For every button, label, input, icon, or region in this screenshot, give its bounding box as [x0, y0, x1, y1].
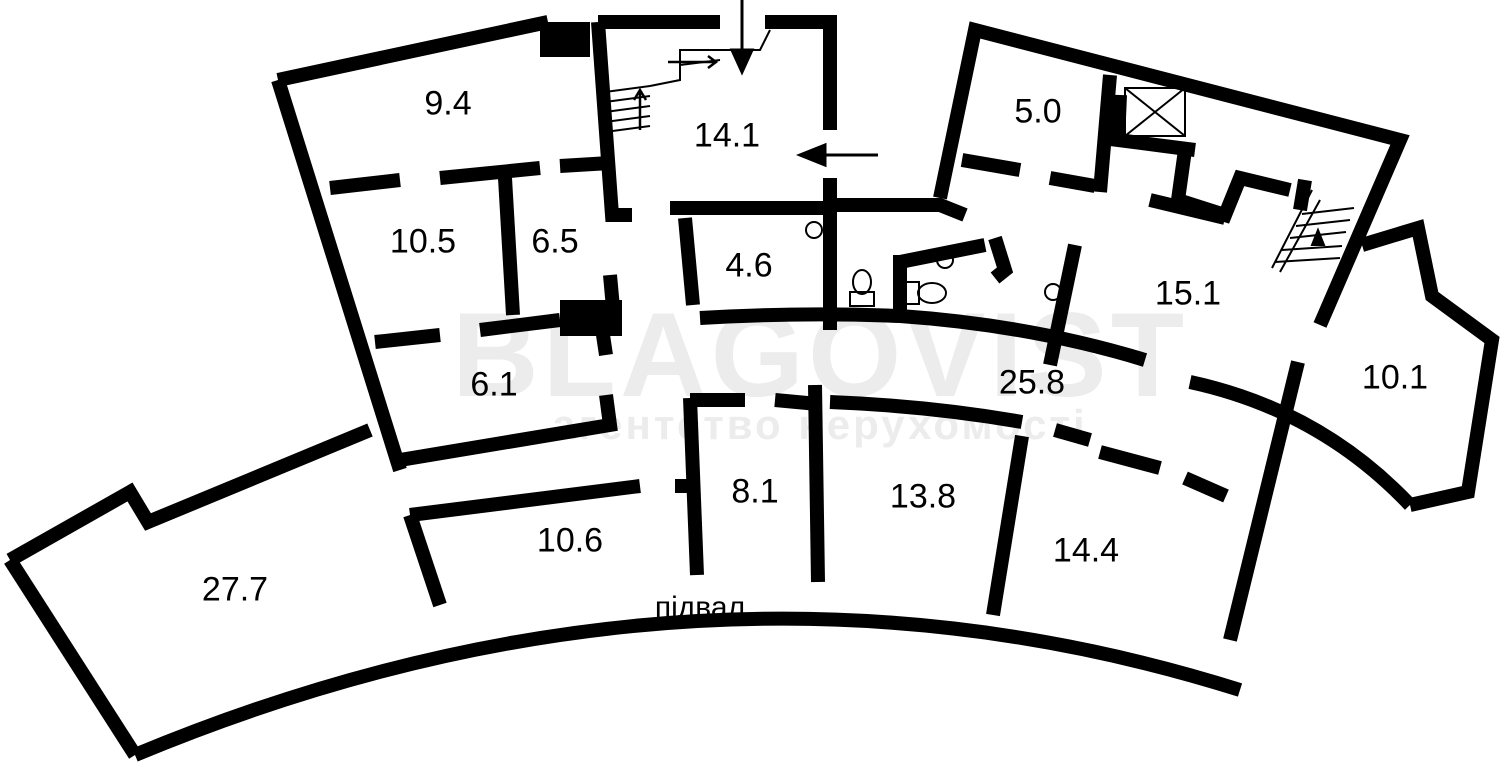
room-area: 9.4 — [424, 84, 472, 123]
room-area: 5.0 — [1014, 92, 1062, 131]
room-area: 15.1 — [1154, 274, 1222, 313]
wall — [132, 611, 1243, 762]
wall — [835, 198, 968, 222]
stairs-icon — [1271, 189, 1355, 273]
wall — [1188, 375, 1416, 510]
wall — [1148, 149, 1292, 225]
wall — [808, 384, 825, 583]
room-area: 27.7 — [201, 570, 269, 609]
wall — [398, 394, 618, 467]
wall — [678, 217, 700, 306]
wall — [893, 235, 1014, 310]
room-area: 4.6 — [725, 246, 773, 285]
wall — [591, 21, 632, 222]
wall — [960, 153, 1097, 193]
wall — [1223, 360, 1305, 642]
wall — [329, 156, 611, 195]
wall — [1098, 445, 1229, 503]
wall — [4, 423, 373, 759]
room-area: 10.6 — [536, 521, 604, 560]
wall — [1043, 243, 1082, 367]
room-area: 10.1 — [1361, 358, 1429, 397]
floor-label: підвал — [654, 591, 746, 624]
room-area: 8.1 — [731, 472, 779, 511]
room-area: 14.4 — [1052, 531, 1120, 570]
wall — [1093, 74, 1196, 193]
sink-icon — [805, 221, 1062, 301]
wall — [374, 313, 561, 349]
wall — [598, 15, 837, 130]
wall — [829, 395, 1092, 447]
wall — [1293, 178, 1312, 212]
wall — [933, 21, 1410, 328]
room-area: 13.8 — [889, 477, 957, 516]
wall — [986, 434, 1029, 617]
entrance-arrow-icon — [729, 0, 878, 168]
wall — [409, 479, 690, 522]
toilet-icon — [849, 269, 947, 307]
room-area: 6.1 — [470, 365, 518, 404]
room-area: 10.5 — [389, 222, 457, 261]
room-area: 25.8 — [998, 363, 1066, 402]
wall — [498, 177, 520, 316]
wall — [670, 178, 837, 330]
wall — [699, 307, 1148, 367]
room-area: 14.1 — [693, 116, 761, 155]
wall — [271, 15, 550, 473]
stairs-icon — [604, 29, 771, 133]
room-area: 6.5 — [531, 222, 579, 261]
wall — [1359, 219, 1500, 512]
column — [540, 22, 590, 57]
wall — [403, 512, 447, 608]
shaft-icon — [1124, 87, 1186, 137]
column — [560, 300, 622, 336]
